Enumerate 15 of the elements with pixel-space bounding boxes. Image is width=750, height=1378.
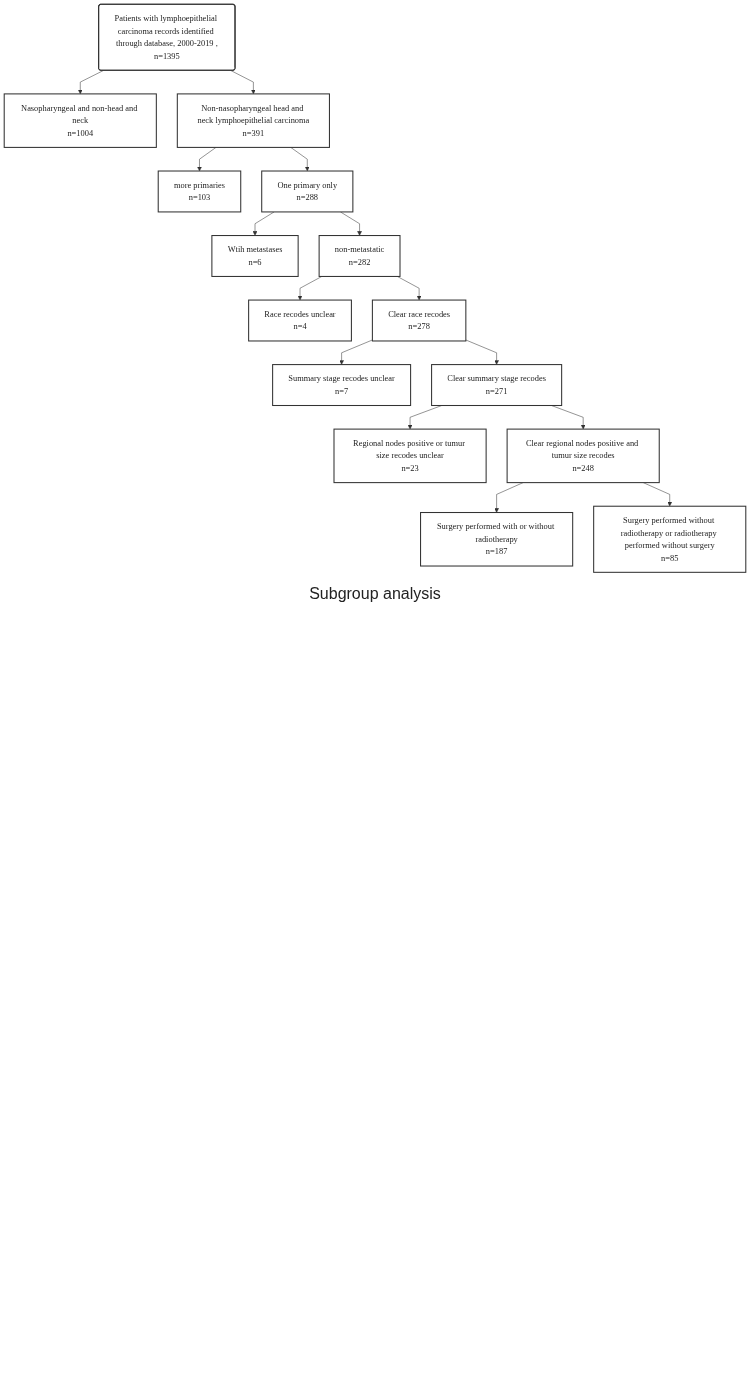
node-box: Surgery performed with or without radiotherapy n=187 [420, 512, 574, 567]
node-box: Wtih metastases n=6 [211, 235, 299, 277]
node-box: Regional nodes positive or tumur size recodes unclear n=23 [333, 428, 487, 484]
note-text: Subgroup analysis [309, 584, 441, 603]
node-box: One primary only n=288 [261, 170, 354, 213]
node-box: Clear regional nodes positive and tumur size recodes n=248 [506, 428, 660, 484]
node-box: Clear summary stage recodes n=271 [431, 364, 563, 407]
node-box: Surgery performed without radiotherapy or radiotherapy performed without surgery n=85 [593, 505, 747, 573]
node-box: more primaries n=103 [157, 170, 242, 213]
node-box: Nasopharyngeal and non-head and neck n=1004 [3, 93, 157, 148]
node-box: Race recodes unclear n=4 [248, 299, 352, 342]
node-box: non-metastatic n=282 [318, 235, 401, 277]
node-box: Non-nasopharyngeal head and neck lymphoepithelial carcinoma n=391 [176, 93, 330, 148]
node-box: Clear race recodes n=278 [371, 299, 467, 342]
node-box: Summary stage recodes unclear n=7 [272, 364, 412, 407]
